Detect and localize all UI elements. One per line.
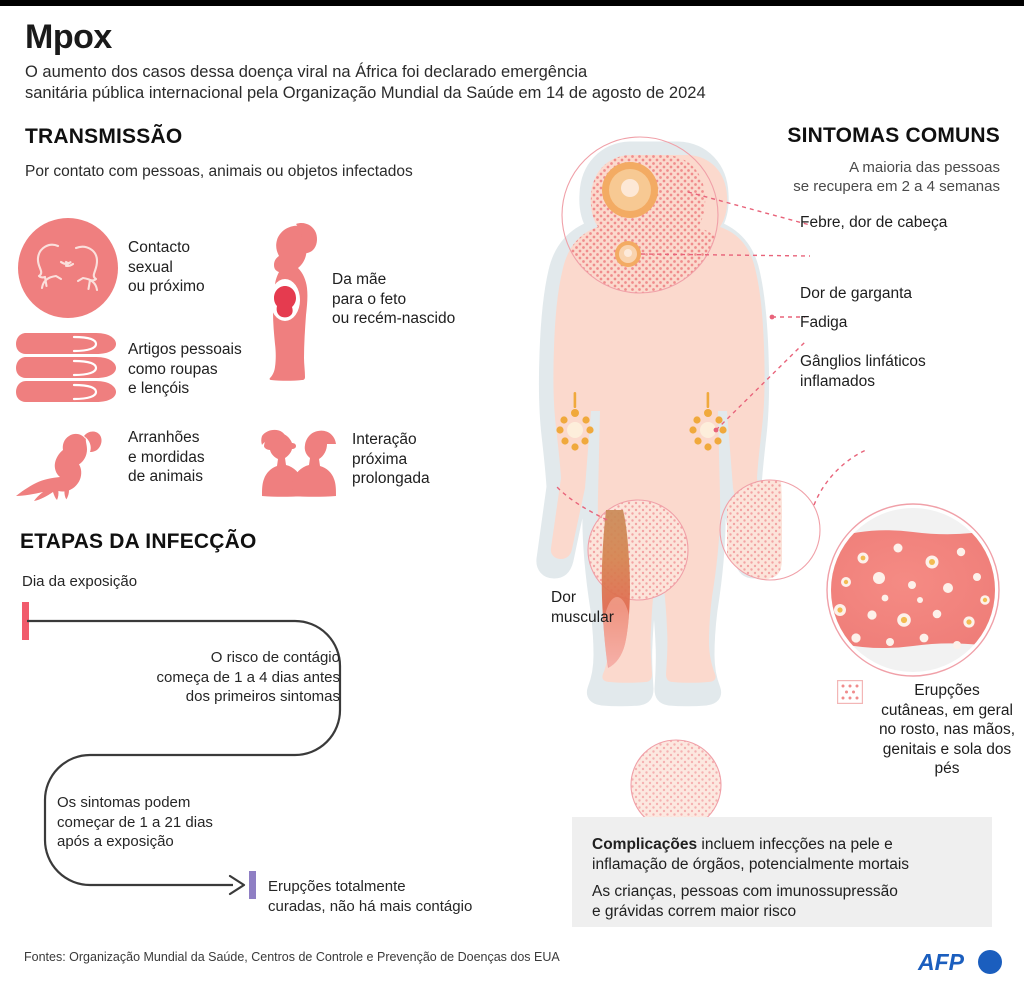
tx4-l3: ou recém-nascido [332,310,456,327]
sym-l2: começar de 1 a 21 dias [57,813,213,831]
complications-line3: As crianças, pessoas com imunossupressão [592,883,898,900]
tx1-l1: Contacto [128,239,191,256]
page-title: Mpox [25,18,112,56]
page-subtitle: O aumento dos casos dessa doença viral n… [25,62,895,104]
callout-fatigue: Fadiga [800,314,848,331]
two-people-talking-icon [252,428,348,506]
transmission-subheading: Por contato com pessoas, animais ou obje… [25,163,413,180]
tx1-l3: ou próximo [128,278,205,295]
kissing-couple-icon [18,218,118,318]
timeline-symptoms-text: Os sintomas podem começar de 1 a 21 dias… [57,793,297,852]
symptom-callout-muscle-pain: Dor muscular [551,588,614,627]
rash-legend-text: Erupções cutâneas, em geral no rosto, na… [872,681,1022,779]
subtitle-line-2: sanitária pública internacional pela Org… [25,84,706,102]
callout-muscle-l2: muscular [551,608,614,626]
symptom-callout-fever-headache: Febre, dor de cabeça [800,214,948,231]
callout-leader-dots [713,314,775,433]
stages-day-label: Dia da exposição [22,573,138,590]
symptom-callout-sore-throat: Dor de garganta [800,285,913,302]
transmission-item-label-sexual: Contacto sexual ou próximo [128,238,205,297]
timeline-risk-text: O risco de contágio começa de 1 a 4 dias… [130,648,340,707]
sources-text: Fontes: Organização Mundial da Saúde, Ce… [24,950,560,964]
risk-l2: começa de 1 a 4 dias antes [156,668,340,686]
top-black-bar [0,0,1024,6]
tx5-l1: Interação [352,431,417,448]
symptoms-heading: SINTOMAS COMUNS [787,124,1000,147]
tx2-l1: Artigos pessoais [128,341,242,358]
afp-dot-icon [978,950,1002,974]
tx4-l2: para o feto [332,290,407,308]
folded-clothes-icon [14,325,124,405]
complications-bold-word: Complicações [592,836,698,853]
tx3-l1: Arranhões [128,429,200,446]
rash-l3: no rosto, nas mãos, [878,721,1016,738]
tx4-l1: Da mãe [332,271,387,288]
tx3-l2: e mordidas [128,448,205,466]
callout-lymph-l1: Gânglios linfáticos [800,353,926,370]
sym-l1: Os sintomas podem [57,794,191,811]
lymph-node-left [556,392,594,451]
callout-muscle-l1: Dor [551,589,576,606]
callout-leader-lines [554,191,867,521]
rash-l2: cutâneas, em geral [881,701,1013,719]
complications-panel: Complicações incluem infecções na pele e… [572,817,992,927]
risk-l1: O risco de contágio [210,649,340,666]
risk-l3: dos primeiros sintomas [185,688,340,705]
rash-l1: Erupções [914,682,980,699]
sym-l3: após a exposição [57,833,174,850]
tx3-l3: de animais [128,468,203,485]
timeline-end-marker [249,871,256,899]
end-l1: Erupções totalmente [268,878,406,895]
afp-logo: AFP [917,948,1004,978]
tx5-l3: prolongada [352,470,430,487]
sint-sub-l1: A maioria das pessoas [849,159,1000,176]
hand-zoom-circle [719,479,821,581]
body-figure-diagram [480,130,1024,831]
transmission-heading: TRANSMISSÃO [25,125,183,148]
stages-heading: ETAPAS DA INFECÇÃO [20,530,257,553]
transmission-item-label-mother-fetus: Da mãe para o feto ou recém-nascido [332,270,455,329]
groin-zoom-circle [587,499,689,601]
pregnant-woman-icon [258,222,338,392]
rash-legend-swatch [837,680,863,704]
symptoms-subheading: A maioria das pessoas se recupera em 2 a… [793,158,1000,196]
timeline-end-text: Erupções totalmente curadas, não há mais… [268,877,518,916]
tx2-l3: e lençóis [128,380,190,397]
transmission-item-label-close-interaction: Interação próxima prolongada [352,430,430,489]
afp-wordmark: AFP [917,949,965,975]
squirrel-animal-icon [14,430,119,502]
lymph-node-right [689,392,727,451]
head-zoom-circle [561,136,719,294]
complications-line4: e grávidas correm maior risco [592,903,797,920]
sint-sub-l2: se recupera em 2 a 4 semanas [793,178,1000,195]
complications-text-2: As crianças, pessoas com imunossupressão… [592,882,977,922]
callout-lymph-l2: inflamados [800,372,875,390]
tx2-l2: como roupas [128,360,218,378]
subtitle-line-1: O aumento dos casos dessa doença viral n… [25,63,588,81]
rash-l4: genitais e sola dos pés [882,740,1012,778]
symptom-callout-fatigue-lymph: Fadiga Gânglios linfáticos inflamados [800,313,926,391]
tx1-l2: sexual [128,258,173,276]
tx5-l2: próxima [352,450,408,468]
complications-text-1: Complicações incluem infecções na pele e… [592,835,977,875]
timeline-start-marker [22,602,29,640]
transmission-item-label-animals: Arranhões e mordidas de animais [128,428,205,487]
complications-line2: inflamação de órgãos, potencialmente mor… [592,856,910,873]
end-l2: curadas, não há mais contágio [268,897,473,915]
infection-timeline-diagram [0,560,540,920]
transmission-item-label-objects: Artigos pessoais como roupas e lençóis [128,340,242,399]
complications-line1-rest: incluem infecções na pele e [697,836,893,853]
rash-magnified-circle [826,503,1000,677]
